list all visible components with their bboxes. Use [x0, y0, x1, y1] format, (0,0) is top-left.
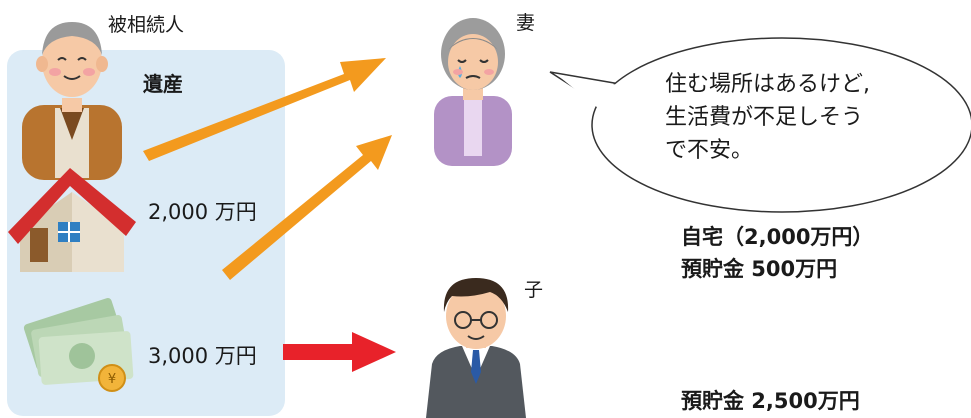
child-inheritance: 預貯金 2,500万円 [681, 385, 860, 417]
cash-amount: 3,000 万円 [148, 344, 257, 368]
child-inheritance-line: 預貯金 2,500万円 [681, 389, 860, 413]
deceased-person-icon [22, 22, 122, 180]
wife-person-icon [434, 18, 512, 166]
wife-inheritance-line: 自宅（2,000万円） [681, 225, 874, 249]
arrow-cash-to-child [283, 332, 396, 372]
estate-title: 遺産 [143, 72, 183, 96]
money-icon: ¥ [23, 298, 134, 392]
child-person-icon [426, 278, 526, 418]
wife-inheritance: 自宅（2,000万円） 預貯金 500万円 [681, 221, 873, 285]
speech-line: 生活費が不足しそう [665, 105, 864, 130]
wife-inheritance-line: 預貯金 500万円 [681, 257, 838, 281]
speech-line: 住む場所はあるけど, [665, 72, 870, 97]
arrow-house-to-wife [222, 135, 392, 280]
house-amount: 2,000 万円 [148, 200, 257, 224]
svg-text:¥: ¥ [108, 372, 116, 387]
house-icon [8, 168, 136, 272]
speech-line: で不安。 [665, 138, 754, 163]
arrow-deceased-to-wife [143, 58, 386, 161]
deceased-label: 被相続人 [108, 14, 185, 36]
wife-label: 妻 [516, 12, 536, 34]
speech-bubble [549, 37, 971, 213]
speech-text-block: 住む場所はあるけど, 生活費が不足しそう で不安。 [665, 68, 870, 167]
child-label: 子 [524, 279, 544, 301]
